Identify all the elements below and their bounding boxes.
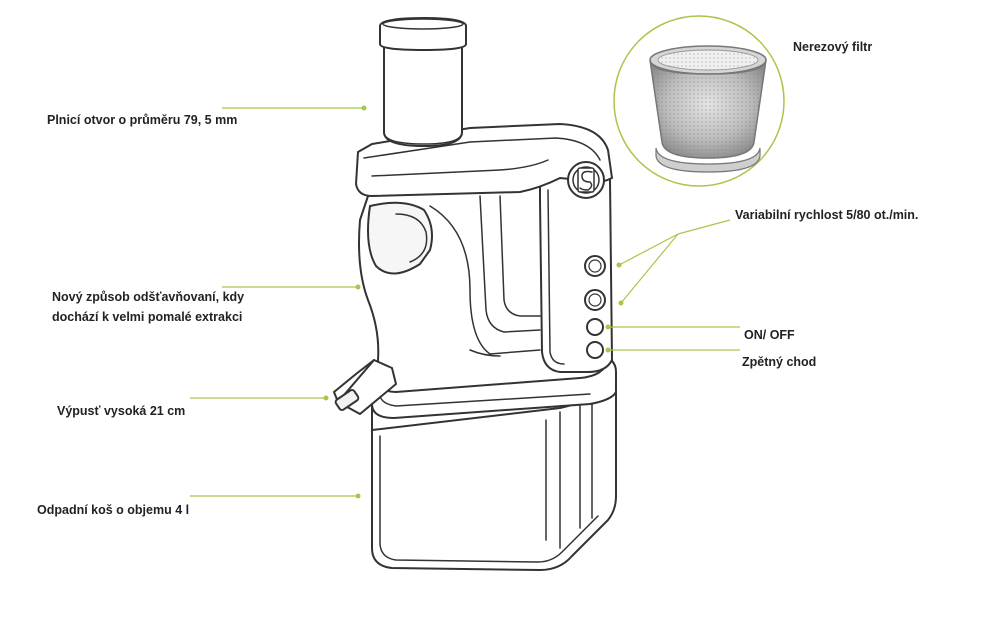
on-off-button — [586, 318, 604, 336]
feed-tube — [383, 43, 463, 147]
label-waste-bin: Odpadní koš o objemu 4 l — [37, 503, 190, 517]
speed-button-upper — [584, 255, 606, 277]
leader-dots — [323, 105, 624, 499]
leader-lines — [190, 107, 740, 497]
leader-speed-1 — [618, 233, 679, 266]
label-spout: Výpusť vysoká 21 cm — [57, 404, 186, 418]
filter-callout — [613, 15, 785, 187]
leader-speed-3 — [677, 219, 731, 235]
stainless-filter-icon — [649, 45, 767, 173]
label-extraction: Nový způsob odšťavňovaní, kdy dochází k … — [52, 287, 244, 327]
label-feed-tube: Plnicí otvor o průměru 79, 5 mm — [47, 113, 238, 127]
brand-logo — [567, 161, 605, 199]
feed-tube-cap — [379, 17, 467, 51]
juicer-body — [333, 17, 617, 571]
label-extraction-line1: Nový způsob odšťavňovaní, kdy — [52, 290, 245, 304]
label-filter: Nerezový filtr — [793, 40, 873, 54]
reverse-button — [586, 341, 604, 359]
label-reverse: Zpětný chod — [742, 355, 817, 369]
label-on-off: ON/ OFF — [744, 328, 795, 342]
label-speed: Variabilní rychlost 5/80 ot./min. — [735, 208, 919, 222]
leader-speed-2 — [620, 233, 679, 304]
speed-button-lower — [584, 289, 606, 311]
label-extraction-line2: dochází k velmi pomalé extrakci — [52, 310, 243, 324]
